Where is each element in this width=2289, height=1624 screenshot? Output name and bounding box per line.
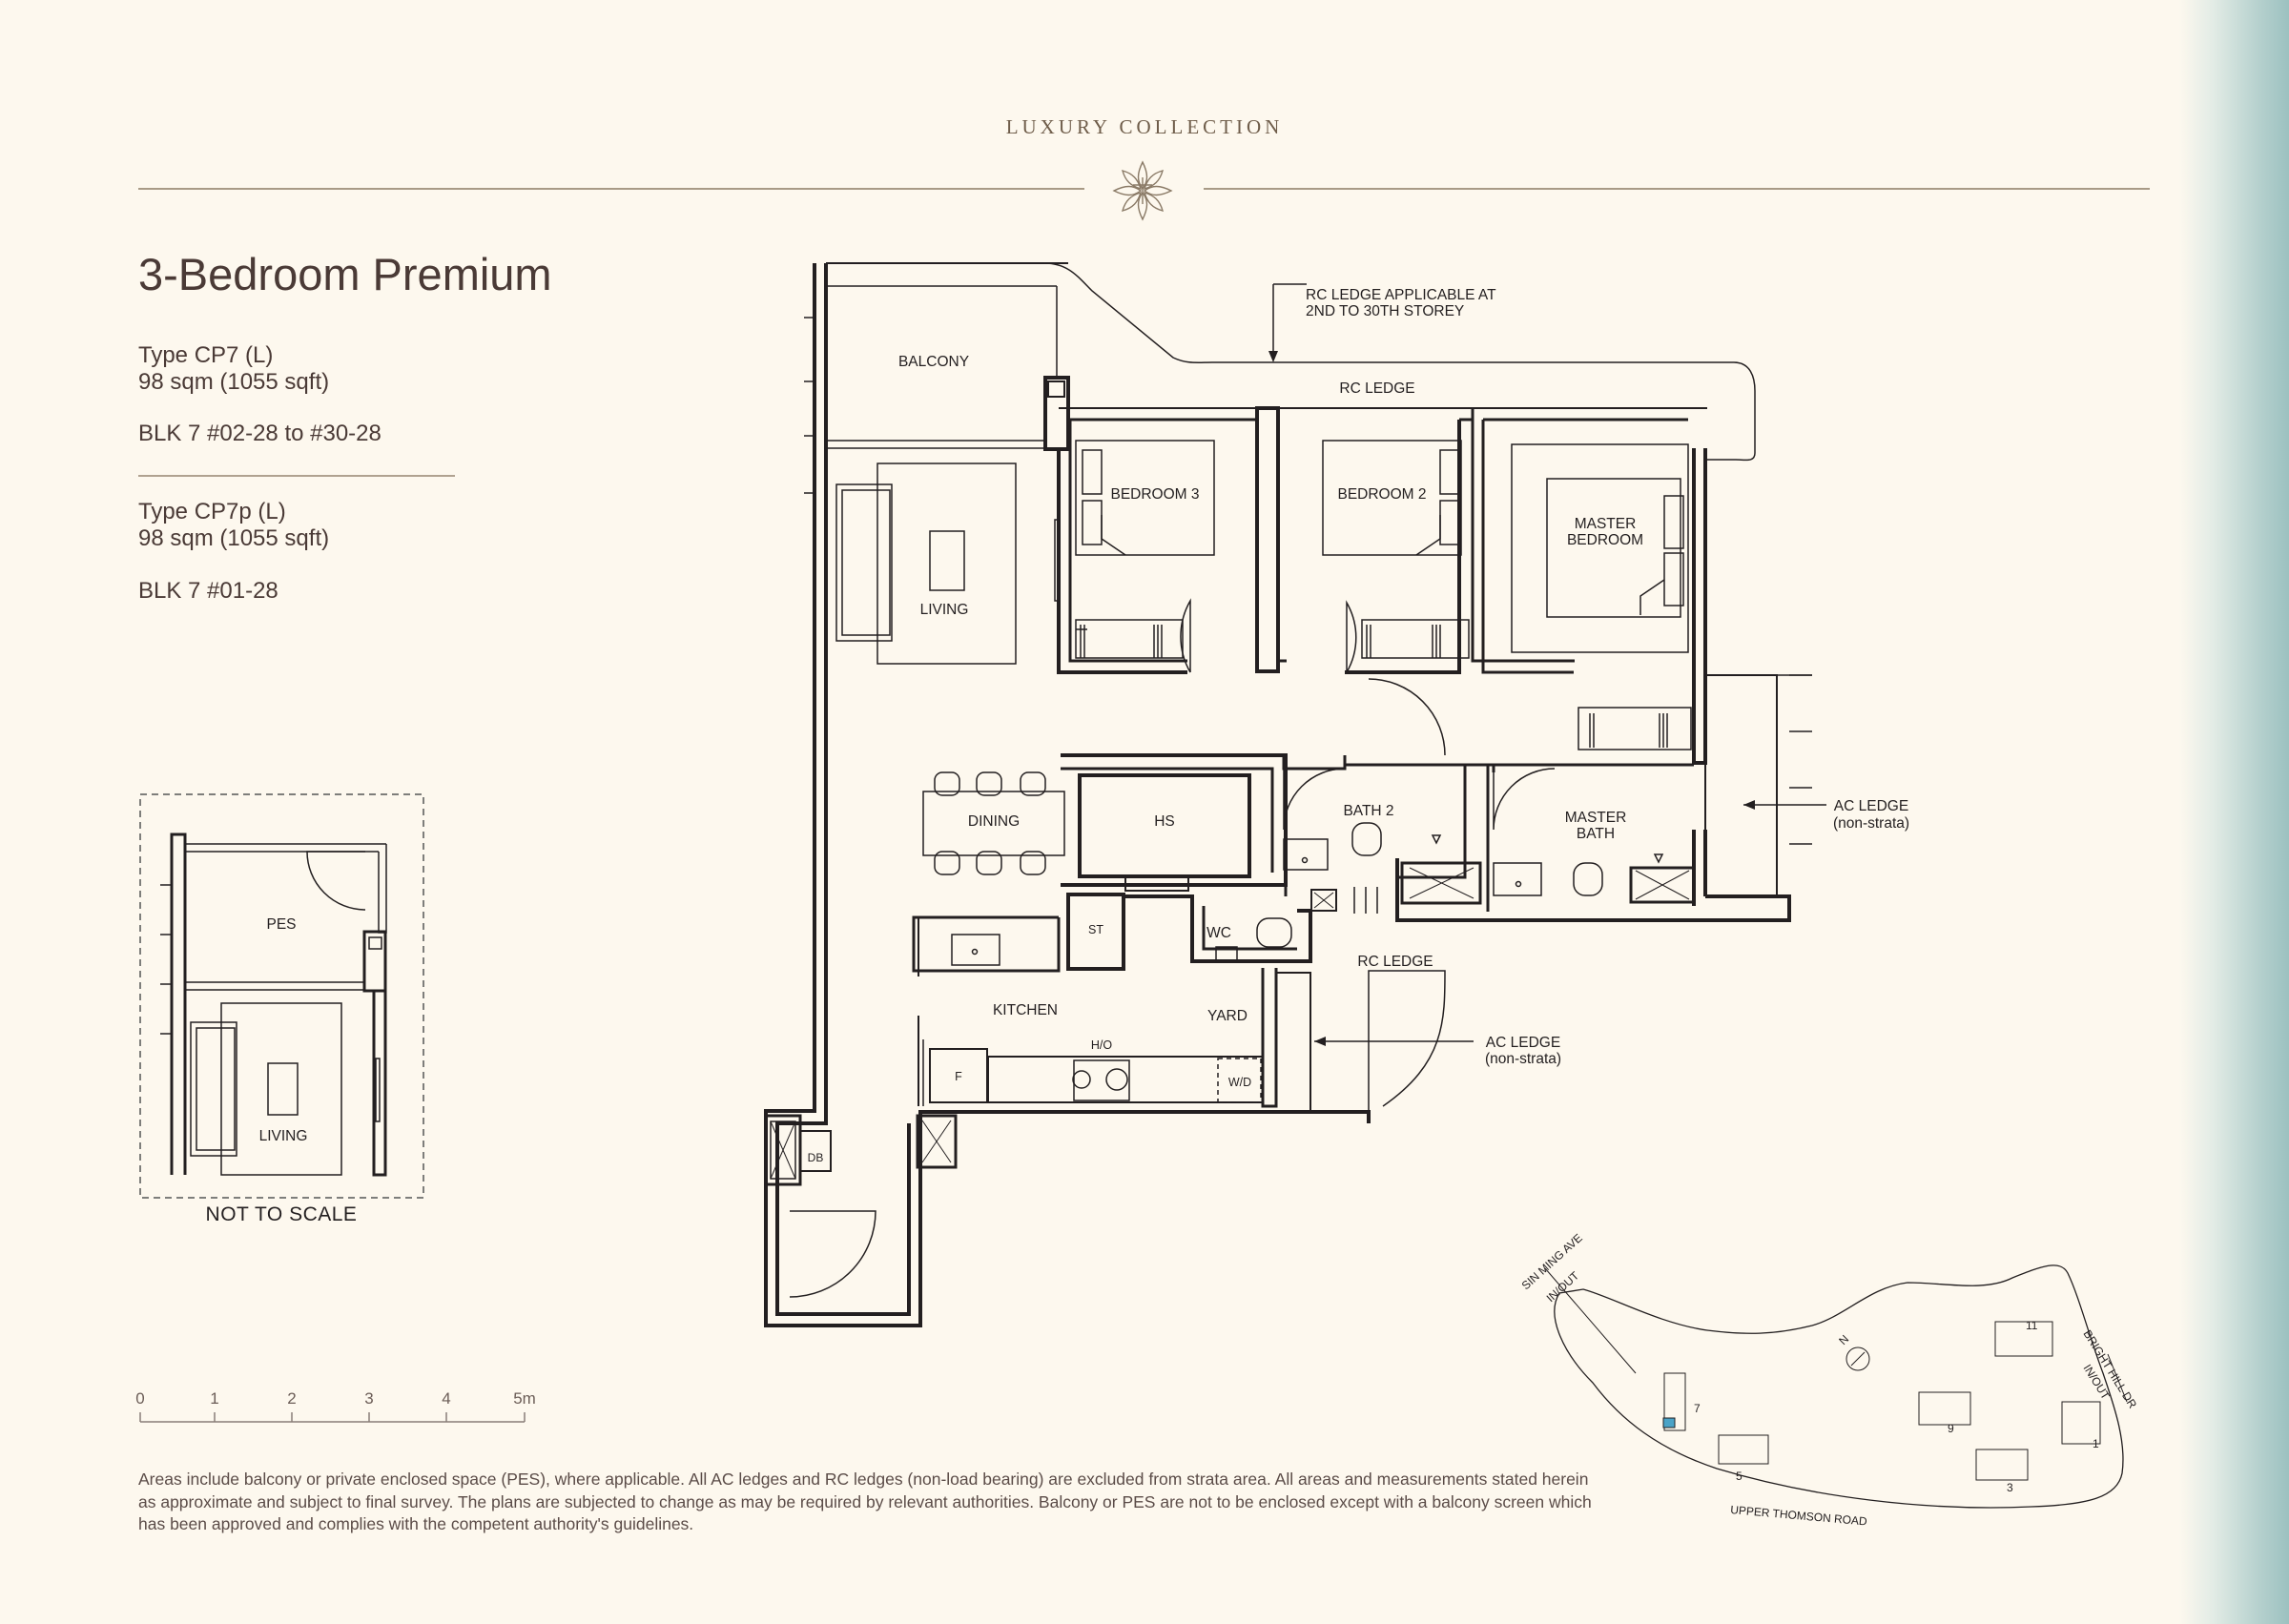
- unit-type-1: Type CP7 (L): [138, 342, 274, 368]
- header-rule-left: [138, 188, 1084, 190]
- scale-tick-3: 3: [364, 1389, 373, 1408]
- pes-inset-plan: PES LIVING: [139, 793, 424, 1199]
- unit-blocks-2: BLK 7 #01-28: [138, 578, 278, 604]
- label-bedroom-2: BEDROOM 2: [1337, 486, 1426, 503]
- label-living: LIVING: [920, 602, 969, 618]
- label-master-bedroom-line1: MASTER: [1575, 516, 1637, 532]
- label-yard: YARD: [1207, 1008, 1248, 1024]
- scale-tick-0: 0: [135, 1389, 144, 1408]
- label-wd: W/D: [1228, 1076, 1251, 1089]
- label-rc-ledge-top: RC LEDGE: [1339, 380, 1414, 397]
- disclaimer-text: Areas include balcony or private enclose…: [138, 1470, 1592, 1533]
- label-st: ST: [1088, 923, 1103, 936]
- inset-label-living: LIVING: [259, 1128, 308, 1144]
- site-block-7: 7: [1694, 1402, 1701, 1415]
- label-ho: H/O: [1091, 1038, 1113, 1052]
- label-rc-ledge-note-line2: 2ND TO 30TH STOREY: [1306, 303, 1464, 319]
- site-block-1: 1: [2093, 1437, 2099, 1450]
- label-wc: WC: [1206, 925, 1231, 941]
- label-rc-ledge-yard: RC LEDGE: [1357, 954, 1433, 970]
- scale-tick-2: 2: [287, 1389, 296, 1408]
- label-balcony: BALCONY: [898, 354, 969, 370]
- label-bedroom-3: BEDROOM 3: [1110, 486, 1199, 503]
- label-ac-ledge-yard: AC LEDGE: [1486, 1035, 1560, 1051]
- site-block-11: 11: [2026, 1319, 2038, 1332]
- label-master-bath-line1: MASTER: [1565, 810, 1627, 826]
- scale-tick-5m: 5m: [513, 1389, 536, 1408]
- unit-title: 3-Bedroom Premium: [138, 249, 552, 299]
- label-hs: HS: [1154, 813, 1175, 830]
- site-block-9: 9: [1948, 1422, 1954, 1435]
- site-plan: SIN MING AVE IN/OUT BRIGHT HILL DR IN/OU…: [1519, 1231, 2140, 1529]
- decorative-edge-gradient: [2179, 0, 2289, 1624]
- label-non-strata-yard: (non-strata): [1485, 1051, 1561, 1067]
- scale-tick-4: 4: [442, 1389, 450, 1408]
- scale-tick-1: 1: [210, 1389, 218, 1408]
- leaf-emblem-icon: [1112, 160, 1173, 221]
- label-kitchen: KITCHEN: [993, 1002, 1058, 1018]
- site-block-3: 3: [2007, 1481, 2013, 1494]
- label-ac-ledge-right: AC LEDGE: [1834, 798, 1908, 814]
- site-block-5: 5: [1736, 1470, 1743, 1483]
- label-bath-2: BATH 2: [1343, 803, 1393, 819]
- site-road-label: UPPER THOMSON ROAD: [1730, 1503, 1868, 1529]
- unit-area-1: 98 sqm (1055 sqft): [138, 369, 330, 395]
- site-north-label: N: [1836, 1332, 1851, 1347]
- info-divider: [138, 475, 455, 477]
- label-rc-ledge-note-line1: RC LEDGE APPLICABLE AT: [1306, 287, 1496, 303]
- unit-blocks-1: BLK 7 #02-28 to #30-28: [138, 421, 382, 446]
- unit-type-2: Type CP7p (L): [138, 499, 286, 524]
- inset-label-pes: PES: [266, 916, 296, 933]
- label-fridge: F: [955, 1070, 962, 1083]
- unit-area-2: 98 sqm (1055 sqft): [138, 525, 330, 551]
- label-master-bath-line2: BATH: [1577, 826, 1615, 842]
- brand-title: LUXURY COLLECTION: [1005, 115, 1284, 138]
- label-db: DB: [808, 1151, 824, 1164]
- label-dining: DINING: [968, 813, 1020, 830]
- label-non-strata-right: (non-strata): [1833, 815, 1909, 832]
- label-master-bedroom-line2: BEDROOM: [1567, 532, 1643, 548]
- scale-bar: 0 1 2 3 4 5m: [135, 1389, 536, 1423]
- header-rule-right: [1204, 188, 2150, 190]
- not-to-scale-label: NOT TO SCALE: [205, 1203, 358, 1225]
- highlight-block-7: [1662, 1417, 1676, 1429]
